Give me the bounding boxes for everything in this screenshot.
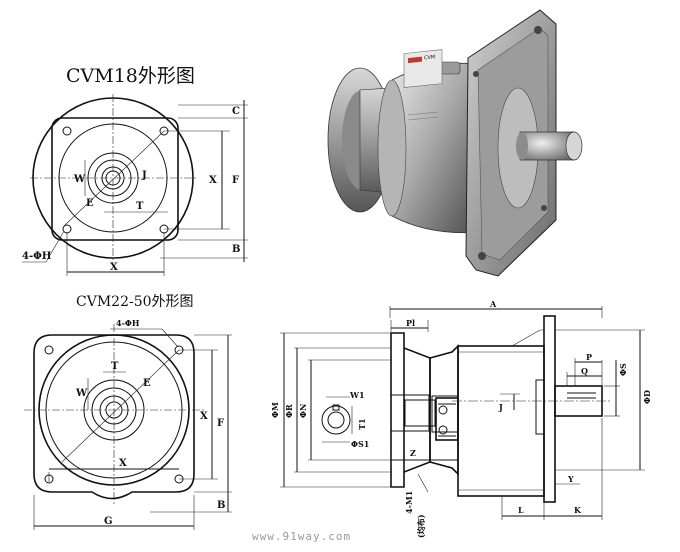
cvm18-dim-t: T [136, 201, 144, 212]
cvm22-dim-b: B [217, 500, 225, 511]
photo-nameplate-text: CVM [424, 54, 435, 61]
cvm18-holes-label: 4-ΦH [22, 251, 51, 262]
side-dim-t1: T1 [357, 418, 367, 430]
cvm18-dim-f: F [232, 175, 239, 186]
side-dim-s: ΦS [618, 363, 628, 376]
side-dim-w1: W1 [349, 390, 365, 400]
side-dim-pl: Pl [406, 318, 415, 328]
side-dim-m: ΦM [270, 402, 280, 418]
side-dim-k: K [574, 505, 582, 515]
watermark: www.91way.com [252, 530, 351, 543]
cvm18-dim-x-right: X [209, 175, 217, 186]
side-dim-l: L [518, 505, 524, 515]
side-dim-z: Z [410, 448, 416, 458]
cvm18-title: CVM18外形图 [66, 65, 195, 87]
cvm22-title: CVM22-50外形图 [76, 294, 194, 310]
side-dim-a: A [489, 299, 497, 309]
cvm22-front-view: X F B X G T E W 4-ΦH [24, 318, 232, 530]
side-dim-j: J [498, 402, 503, 412]
cvm18-dim-e: E [86, 198, 94, 209]
cvm18-dim-c: C [232, 106, 240, 117]
cvm18-dim-w: W [73, 174, 86, 185]
cvm18-dim-b: B [232, 244, 240, 255]
side-dim-q: Q [581, 366, 588, 376]
side-dim-s1: ΦS1 [351, 439, 369, 449]
cvm22-dim-x-bottom: X [119, 458, 127, 469]
side-dim-n: ΦN [298, 404, 308, 418]
cvm22-dim-f: F [217, 418, 224, 429]
cvm18-front-view: C F X B X W J E T 4-ΦH [22, 94, 248, 276]
cvm22-dim-g: G [104, 516, 113, 527]
side-dim-p: P [586, 352, 592, 362]
product-photo: CVM [327, 9, 583, 277]
side-dim-d: ΦD [642, 390, 652, 404]
cvm22-dim-e: E [143, 378, 151, 389]
side-m1-label: 4-M1 [404, 491, 414, 514]
cvm18-dim-x-bottom: X [110, 262, 118, 273]
cvm22-holes-label: 4-ΦH [116, 318, 140, 328]
side-view-section: A Pl Q [270, 299, 652, 538]
cvm18-dim-j: J [141, 170, 147, 181]
side-m1-note: (均布) [416, 514, 426, 538]
cvm22-dim-w: W [75, 388, 88, 399]
cvm22-dim-t: T [111, 361, 119, 372]
cvm22-dim-x-right: X [200, 411, 208, 422]
side-dim-r: ΦR [284, 404, 294, 418]
side-dim-y: Y [567, 474, 574, 484]
